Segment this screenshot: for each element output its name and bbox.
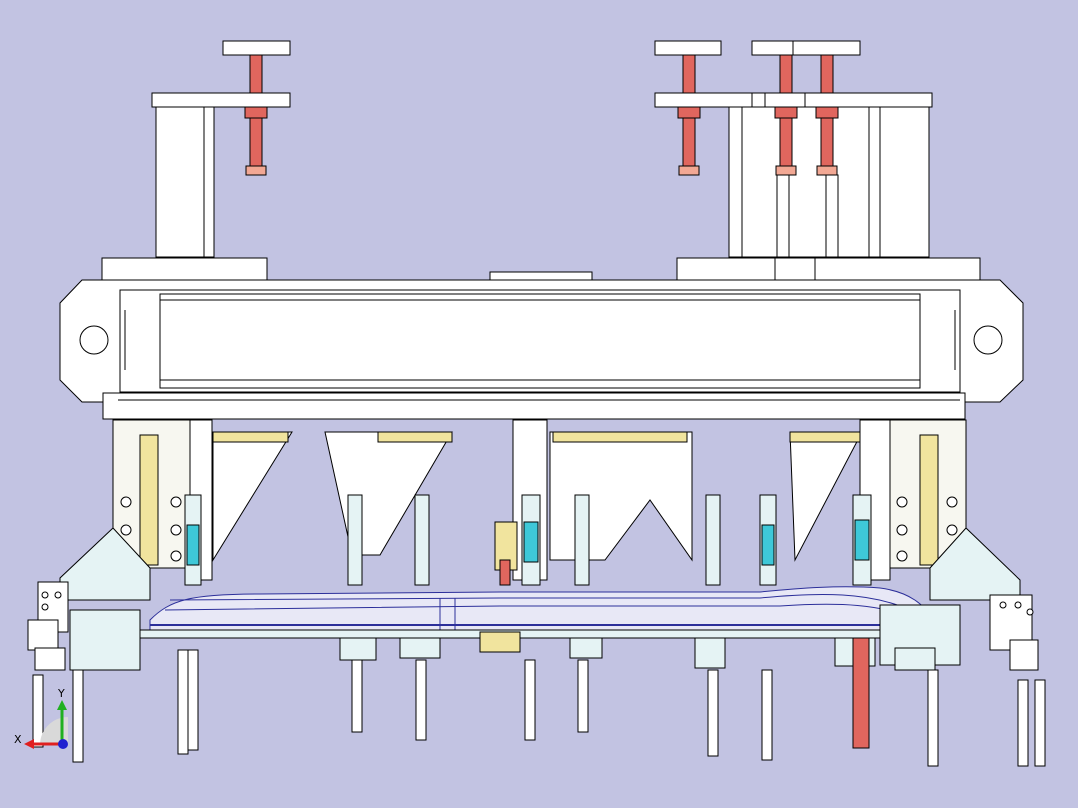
sheet-metal-part[interactable] [149,586,941,633]
coordinate-triad: Y X [14,687,68,749]
clamp-posts[interactable] [184,494,872,586]
adjust-screws[interactable] [244,54,839,176]
locator-pins[interactable] [32,637,1046,767]
main-beam[interactable] [59,257,1024,420]
upper-columns[interactable] [151,40,933,258]
swing-clamps[interactable] [27,581,1039,671]
lower-brackets[interactable] [59,419,1021,601]
x-axis-label: X [14,733,22,746]
y-axis-label: Y [57,687,65,700]
